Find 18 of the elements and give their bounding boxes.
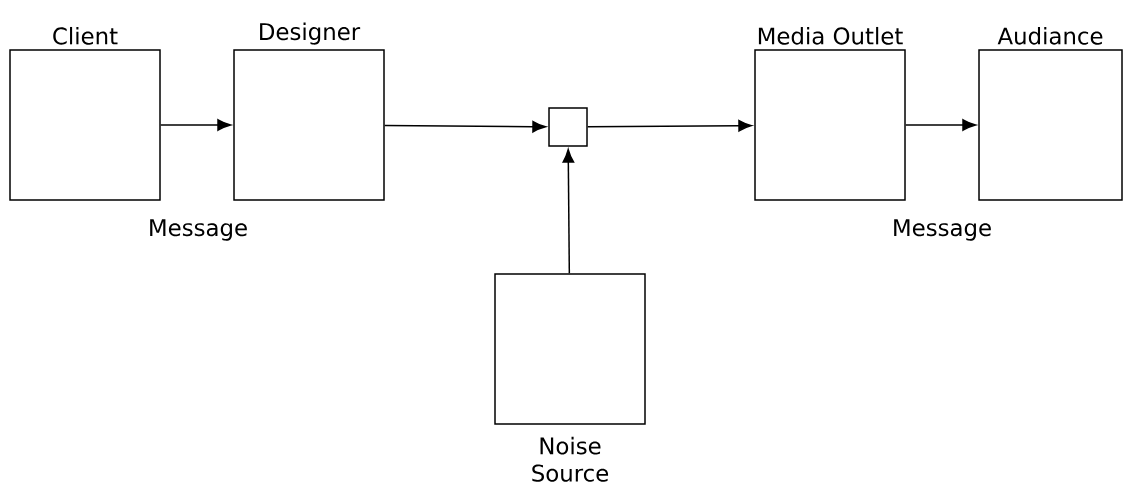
text-label: Message [150, 219, 247, 241]
process-box: Noise Source [494, 273, 646, 482]
node-label: Designer [260, 22, 361, 45]
node-label: Audiance [997, 26, 1103, 45]
process-box: Media Outlet [754, 26, 906, 201]
text-label: Message [894, 219, 991, 241]
process-box: Designer [233, 22, 385, 201]
arrow [905, 119, 977, 131]
node-label: Media Outlet [758, 26, 903, 45]
arrow [562, 148, 575, 274]
node-label: Client [53, 26, 118, 45]
process-box: Client [9, 26, 161, 201]
arrow [160, 119, 232, 131]
process-box: Audiance [978, 26, 1123, 201]
arrow [587, 119, 753, 132]
node-label: Noise Source [532, 436, 609, 482]
junction-box [548, 107, 588, 147]
arrow [384, 120, 547, 133]
